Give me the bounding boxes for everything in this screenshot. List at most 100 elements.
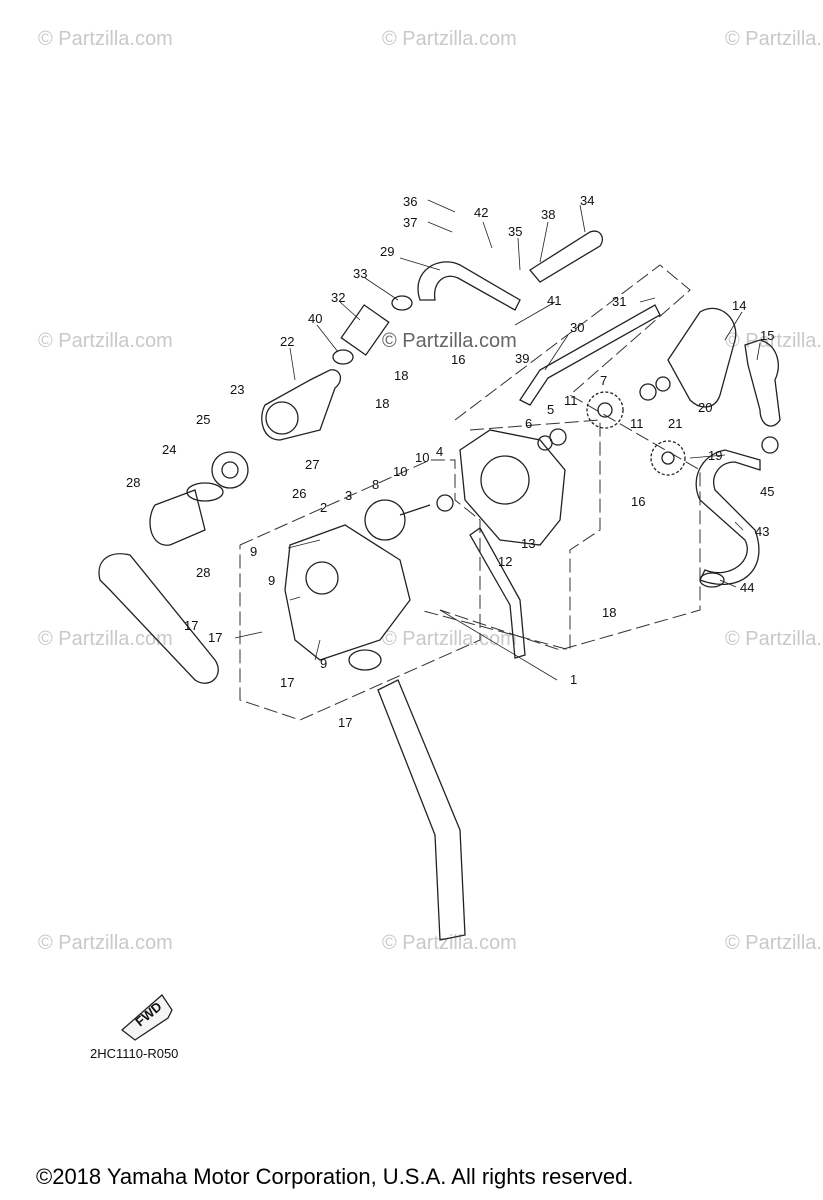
callout-32: 32	[331, 290, 345, 305]
cover-gasket	[667, 307, 737, 408]
callout-31: 31	[612, 294, 626, 309]
watermark: © Partzilla.com	[725, 628, 823, 650]
callout-17: 17	[338, 715, 352, 730]
callout-numbers: 1234567899910101111121314151616171717171…	[126, 193, 774, 730]
callout-43: 43	[755, 524, 769, 539]
fwd-arrow	[120, 994, 173, 1041]
callout-18: 18	[602, 605, 616, 620]
impeller-shaft	[399, 504, 431, 516]
callout-24: 24	[162, 442, 176, 457]
pump-cover-port	[305, 561, 339, 595]
thermostat-cover	[261, 369, 342, 441]
callout-2: 2	[320, 500, 327, 515]
gasket-15	[744, 339, 781, 427]
callout-37: 37	[403, 215, 417, 230]
oil-seal	[436, 494, 454, 512]
radiator-hose-left	[98, 553, 219, 684]
callout-5: 5	[547, 402, 554, 417]
callout-10: 10	[415, 450, 429, 465]
driven-gear-hub	[661, 451, 675, 465]
callout-38: 38	[541, 207, 555, 222]
bearing-5	[549, 428, 567, 446]
assembly-outline-pump	[419, 419, 601, 651]
callout-17: 17	[184, 618, 198, 633]
pump-housing	[459, 429, 566, 546]
callout-39: 39	[515, 351, 529, 366]
watermark: © Partzilla.com	[382, 330, 517, 352]
callout-9: 9	[250, 544, 257, 559]
breather-hose	[529, 230, 604, 283]
callout-23: 23	[230, 382, 244, 397]
callout-36: 36	[403, 194, 417, 209]
callout-9: 9	[268, 573, 275, 588]
callout-26: 26	[292, 486, 306, 501]
callout-7: 7	[600, 373, 607, 388]
callout-25: 25	[196, 412, 210, 427]
callout-27: 27	[305, 457, 319, 472]
outlet-pipe	[377, 679, 466, 941]
callout-35: 35	[508, 224, 522, 239]
circlip-21	[639, 383, 657, 401]
pump-outlet	[348, 649, 382, 671]
callout-33: 33	[353, 266, 367, 281]
hose-clamp-45	[761, 436, 779, 454]
callout-19: 19	[708, 448, 722, 463]
breather-pipe	[469, 527, 526, 659]
driven-gear	[650, 440, 686, 476]
watermark: © Partzilla.com	[382, 628, 517, 650]
pump-housing-bore	[480, 455, 530, 505]
watermark: © Partzilla.com	[38, 932, 173, 954]
watermark: © Partzilla.com	[38, 330, 173, 352]
callout-16: 16	[631, 494, 645, 509]
watermark: © Partzilla.com	[725, 932, 823, 954]
callout-44: 44	[740, 580, 754, 595]
coolant-pipe	[519, 304, 661, 406]
callout-6: 6	[525, 416, 532, 431]
hose-clamp-40	[332, 349, 354, 365]
thermostat	[211, 451, 249, 489]
callout-11: 11	[564, 393, 578, 408]
leader-lines	[234, 199, 761, 681]
watermark: © Partzilla.com	[38, 28, 173, 50]
copyright-notice: ©2018 Yamaha Motor Corporation, U.S.A. A…	[36, 1164, 634, 1189]
callout-28: 28	[196, 565, 210, 580]
callout-3: 3	[345, 488, 352, 503]
callout-30: 30	[570, 320, 584, 335]
callout-20: 20	[698, 400, 712, 415]
callout-17: 17	[280, 675, 294, 690]
hose-clamp-44	[699, 572, 725, 588]
callout-16: 16	[451, 352, 465, 367]
callout-45: 45	[760, 484, 774, 499]
callout-9: 9	[320, 656, 327, 671]
drive-gear	[586, 391, 624, 429]
callout-17: 17	[208, 630, 222, 645]
callout-11: 11	[630, 416, 644, 431]
thermostat-housing	[149, 489, 206, 546]
callout-41: 41	[547, 293, 561, 308]
callout-14: 14	[732, 298, 746, 313]
bypass-hose	[417, 261, 521, 311]
callout-13: 13	[521, 536, 535, 551]
diagram-code: 2HC1110-R050	[90, 1046, 179, 1061]
callout-4: 4	[436, 444, 443, 459]
callout-18: 18	[375, 396, 389, 411]
washer-20	[655, 376, 671, 392]
assembly-outline-right	[439, 264, 701, 651]
callout-8: 8	[372, 477, 379, 492]
thermostat-inner	[221, 461, 239, 479]
o-ring-25	[186, 482, 224, 502]
impeller	[364, 499, 406, 541]
assembly-outline-left	[239, 459, 481, 721]
watermark: © Partzilla.com	[382, 28, 517, 50]
drive-gear-hub	[597, 402, 613, 418]
callout-18: 18	[394, 368, 408, 383]
radiator-hose-right	[695, 449, 761, 585]
watermark: © Partzilla.com	[382, 932, 517, 954]
thermostat-cover-port	[265, 401, 299, 435]
watermark: © Partzilla.com	[38, 628, 173, 650]
callout-42: 42	[474, 205, 488, 220]
callout-40: 40	[308, 311, 322, 326]
callout-34: 34	[580, 193, 594, 208]
water-pump-cover	[284, 524, 411, 661]
